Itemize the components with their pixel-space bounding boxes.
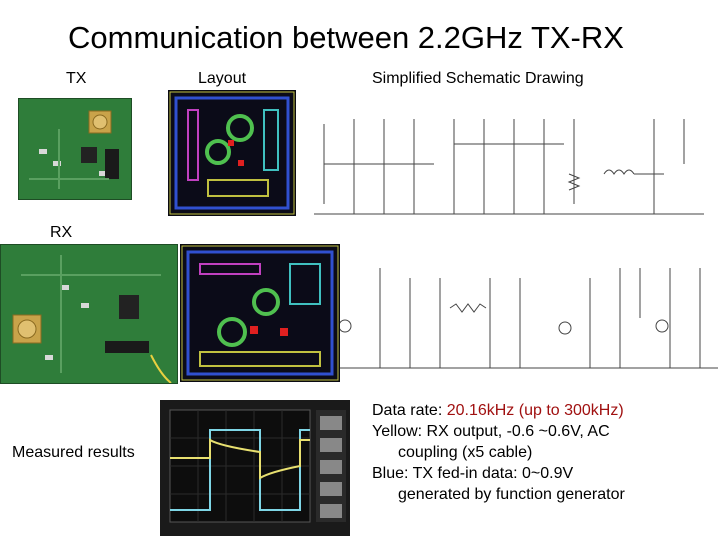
measured-label: Measured results	[12, 444, 135, 461]
rx-schematic-drawing	[340, 268, 718, 369]
rx-layout-drawing	[181, 245, 339, 381]
tx-layout-drawing	[169, 91, 295, 215]
tx-schematic-image	[304, 104, 714, 234]
layout-label: Layout	[198, 70, 247, 87]
tx-board-drawing	[19, 99, 131, 199]
slide-title: Communication between 2.2GHz TX-RX	[68, 20, 624, 55]
oscilloscope-capture	[160, 400, 350, 536]
rx-label: RX	[50, 224, 73, 241]
rx-board-drawing	[1, 245, 177, 383]
blue-note-line2: generated by function generator	[398, 486, 625, 503]
oscilloscope-drawing	[160, 400, 350, 536]
data-rate-line: Data rate: 20.16kHz (up to 300kHz)	[372, 400, 712, 421]
data-rate-value: 20.16kHz (up to 300kHz)	[446, 402, 624, 419]
tx-label: TX	[66, 70, 87, 87]
tx-board-photo	[18, 98, 132, 200]
rx-schematic-image	[340, 258, 718, 376]
schematic-label: Simplified Schematic Drawing	[372, 70, 584, 87]
yellow-note-line2: coupling (x5 cable)	[398, 444, 533, 461]
rx-board-photo	[0, 244, 178, 384]
tx-layout-image	[168, 90, 296, 216]
data-rate-prefix: Data rate:	[372, 402, 447, 419]
yellow-note-line1: Yellow: RX output, -0.6 ~0.6V, AC	[372, 423, 610, 440]
tx-schematic-drawing	[314, 119, 704, 215]
blue-note-line1: Blue: TX fed-in data: 0~0.9V	[372, 465, 574, 482]
rx-layout-image	[180, 244, 340, 382]
measurement-notes: Data rate: 20.16kHz (up to 300kHz) Yello…	[372, 400, 712, 505]
